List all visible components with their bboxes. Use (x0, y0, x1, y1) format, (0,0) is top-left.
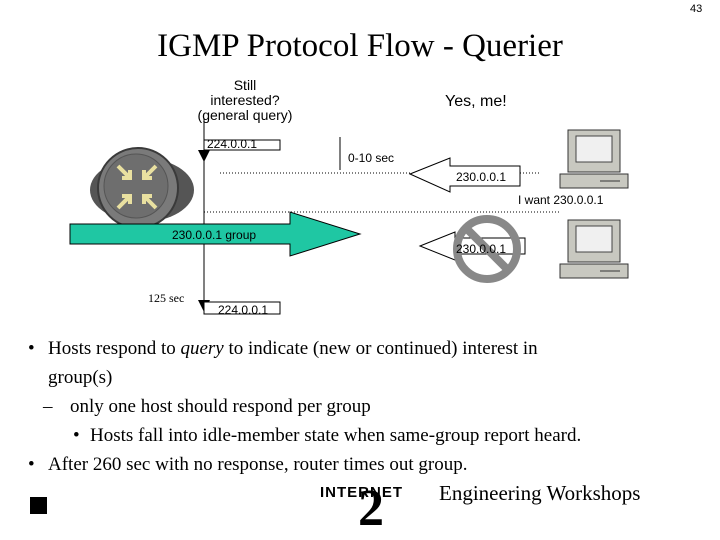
computer-icon-2 (559, 219, 629, 279)
internet2-logo: INTERNET 2 (320, 480, 403, 530)
delay-label: 0-10 sec (348, 151, 395, 165)
slide-title: IGMP Protocol Flow - Querier (157, 28, 563, 64)
query-line-3: (general query) (197, 107, 293, 123)
dash-marker: – (43, 396, 53, 417)
report-arrow (408, 157, 521, 193)
page-number: 43 (690, 3, 703, 15)
bullet-marker: • (28, 454, 35, 475)
query-arrow-bottom (198, 300, 281, 315)
group-label: 230.0.0.1 group (172, 228, 257, 242)
bullet-2-text: only one host should respond per group (70, 396, 371, 417)
group-arrow (69, 211, 362, 257)
query-arrow-top (198, 139, 281, 162)
interval-label: 125 sec (148, 291, 185, 305)
bullet-3: • Hosts fall into idle-member state when … (28, 421, 718, 450)
query-line-2: interested? (210, 92, 280, 108)
bullet-marker: • (28, 338, 35, 359)
bullet-1-text-after: to indicate (new or continued) interest … (223, 338, 538, 359)
report-address: 230.0.0.1 (456, 170, 507, 184)
query-line-1: Still (233, 77, 257, 93)
logo-numeral: 2 (358, 480, 384, 530)
bullet-list: • Hosts respond to query to indicate (new… (28, 334, 718, 479)
bullet-1-text-before: Hosts respond to (48, 338, 181, 359)
prohibited-icon (453, 215, 521, 283)
bullet-1-emphasis: query (180, 338, 224, 359)
footer-square (30, 497, 47, 514)
computer-icon-1 (559, 129, 629, 189)
general-query-text: Still interested? (general query) (180, 78, 310, 123)
suppressed-address: 230.0.0.1 (456, 242, 507, 256)
query-address-top: 224.0.0.1 (207, 137, 258, 151)
query-address-bottom: 224.0.0.1 (218, 303, 269, 317)
bullet-1: • Hosts respond to query to indicate (new… (28, 334, 718, 363)
bullet-marker: • (73, 425, 80, 446)
bullet-1-continuation: group(s) (48, 367, 113, 388)
logo-text: INTERNET (320, 484, 403, 501)
bullet-2: –only one host should respond per group (28, 392, 718, 421)
want-label: I want 230.0.0.1 (518, 193, 604, 207)
response-text: Yes, me! (445, 93, 507, 110)
bullet-4: • After 260 sec with no response, router … (28, 450, 718, 479)
router-icon (90, 147, 194, 229)
bullet-4-text: After 260 sec with no response, router t… (48, 454, 468, 475)
footer-text: Engineering Workshops (439, 481, 641, 505)
bullet-3-text: Hosts fall into idle-member state when s… (90, 425, 582, 446)
